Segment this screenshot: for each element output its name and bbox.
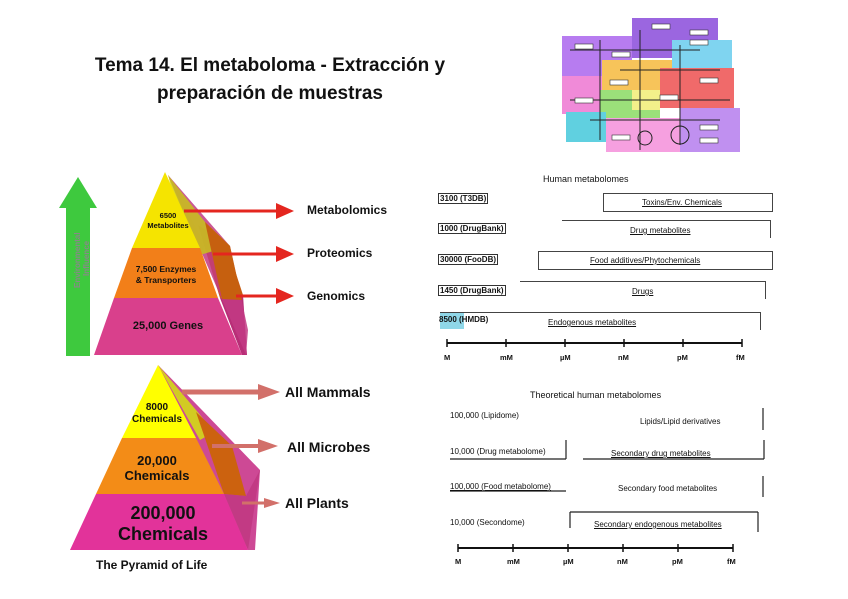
th-tick-fm: fM xyxy=(727,557,736,566)
bottom-tier-20000-label: 20,000 Chemicals xyxy=(112,453,202,483)
hm-range-endogenous xyxy=(440,312,761,330)
hm-tick-mm: mM xyxy=(500,353,513,362)
slide-title: Tema 14. El metaboloma - Extracción y pr… xyxy=(60,52,480,108)
th-tick-pm: pM xyxy=(672,557,683,566)
hm-label-foodb: 30000 (FooDB) xyxy=(438,254,499,265)
metabolic-map-image xyxy=(562,18,740,152)
top-tier-genes-label: 25,000 Genes xyxy=(132,320,204,332)
hm-label-t3db: 3100 (T3DB) xyxy=(438,193,489,204)
th-range-secondome-text: Secondary endogenous metabolites xyxy=(594,520,722,529)
hm-tick-m: M xyxy=(444,353,451,362)
chem-200000-count: 200,000 xyxy=(130,503,196,523)
enzymes-name: & Transporters xyxy=(135,275,197,285)
top-tier-genes xyxy=(94,298,242,355)
bottom-tier-8000-label: 8000 Chemicals xyxy=(122,402,192,426)
chem-8000-count: 8000 xyxy=(145,402,169,413)
title-line-1: Tema 14. El metaboloma - Extracción y xyxy=(94,55,446,76)
hm-range-toxins-text: Toxins/Env. Chemicals xyxy=(642,198,722,207)
top-tier-enzymes-label: 7,500 Enzymes & Transporters xyxy=(120,264,212,286)
th-title: Theoretical human metabolomes xyxy=(530,390,662,400)
target-genomics: Genomics xyxy=(307,289,366,303)
environmental-label-line-2: Influence xyxy=(82,240,91,276)
bottom-tier-200000 xyxy=(70,494,248,550)
bottom-arrows xyxy=(182,384,280,508)
hm-range-food xyxy=(538,251,773,270)
th-range-drug-text: Secondary drug metabolites xyxy=(611,449,711,458)
hm-range-drugs-text: Drugs xyxy=(632,287,654,296)
hm-title: Human metabolomes xyxy=(543,174,629,184)
hm-range-drug-metabolites-text: Drug metabolites xyxy=(630,226,691,235)
bottom-tier-8000 xyxy=(122,365,196,438)
chem-20000-count: 20,000 xyxy=(137,453,177,468)
hm-range-toxins xyxy=(603,193,773,212)
pyramid-caption: The Pyramid of Life xyxy=(96,558,208,572)
title-line-2: preparación de muestras xyxy=(157,83,383,104)
th-label-drug-metabolome: 10,000 (Drug metabolome) xyxy=(450,447,546,456)
th-brackets xyxy=(450,408,765,532)
th-tick-um: µM xyxy=(563,557,574,566)
hm-tick-um: µM xyxy=(560,353,571,362)
bottom-tier-20000 xyxy=(96,438,224,494)
hm-range-drugs xyxy=(520,281,766,299)
metabolites-name: Metabolites xyxy=(147,221,189,230)
target-all-plants: All Plants xyxy=(285,495,349,511)
top-tier-enzymes xyxy=(114,248,218,298)
chem-8000-name: Chemicals xyxy=(131,414,183,425)
th-axis xyxy=(457,544,734,552)
target-all-microbes: All Microbes xyxy=(287,439,371,455)
hm-tick-fm: fM xyxy=(736,353,745,362)
chem-200000-name: Chemicals xyxy=(117,524,209,544)
th-label-food-metabolome: 100,000 (Food metabolome) xyxy=(450,482,551,491)
top-arrows xyxy=(184,203,294,304)
target-metabolomics: Metabolomics xyxy=(307,203,388,217)
metabolites-count: 6500 xyxy=(159,211,177,220)
th-label-secondome: 10,000 (Secondome) xyxy=(450,518,525,527)
hm-label-drugbank-2: 1450 (DrugBank) xyxy=(438,285,506,296)
target-all-mammals: All Mammals xyxy=(285,384,371,400)
th-tick-mm: mM xyxy=(507,557,520,566)
th-range-lipids-text: Lipids/Lipid derivatives xyxy=(640,417,721,426)
hm-axis xyxy=(446,339,743,347)
hm-tick-nm: nM xyxy=(618,353,629,362)
hm-range-drug-metabolites xyxy=(562,220,771,238)
hm-endogenous-highlight xyxy=(440,313,464,329)
top-tier-metabolites-label: 6500 Metabolites xyxy=(140,211,196,231)
hm-label-drugbank-1: 1000 (DrugBank) xyxy=(438,223,506,234)
bottom-tier-200000-label: 200,000 Chemicals xyxy=(90,503,236,545)
th-range-food-text: Secondary food metabolites xyxy=(618,484,718,493)
th-label-lipidome: 100,000 (Lipidome) xyxy=(450,411,519,420)
hm-range-food-text: Food additives/Phytochemicals xyxy=(590,256,701,265)
hm-tick-pm: pM xyxy=(677,353,688,362)
top-tier-metabolites xyxy=(132,172,200,248)
hm-range-endogenous-text: Endogenous metabolites xyxy=(548,318,637,327)
chem-20000-name: Chemicals xyxy=(124,468,190,483)
th-tick-m: M xyxy=(455,557,462,566)
enzymes-count: 7,500 Enzymes xyxy=(135,264,197,274)
hm-label-hmdb: 8500 (HMDB) xyxy=(439,315,489,324)
environmental-arrow-icon xyxy=(59,177,97,356)
environmental-label-line-1: Environmental xyxy=(73,232,82,288)
top-pyramid xyxy=(94,172,248,355)
target-proteomics: Proteomics xyxy=(307,246,373,260)
bottom-pyramid xyxy=(70,365,260,550)
th-tick-nm: nM xyxy=(617,557,628,566)
